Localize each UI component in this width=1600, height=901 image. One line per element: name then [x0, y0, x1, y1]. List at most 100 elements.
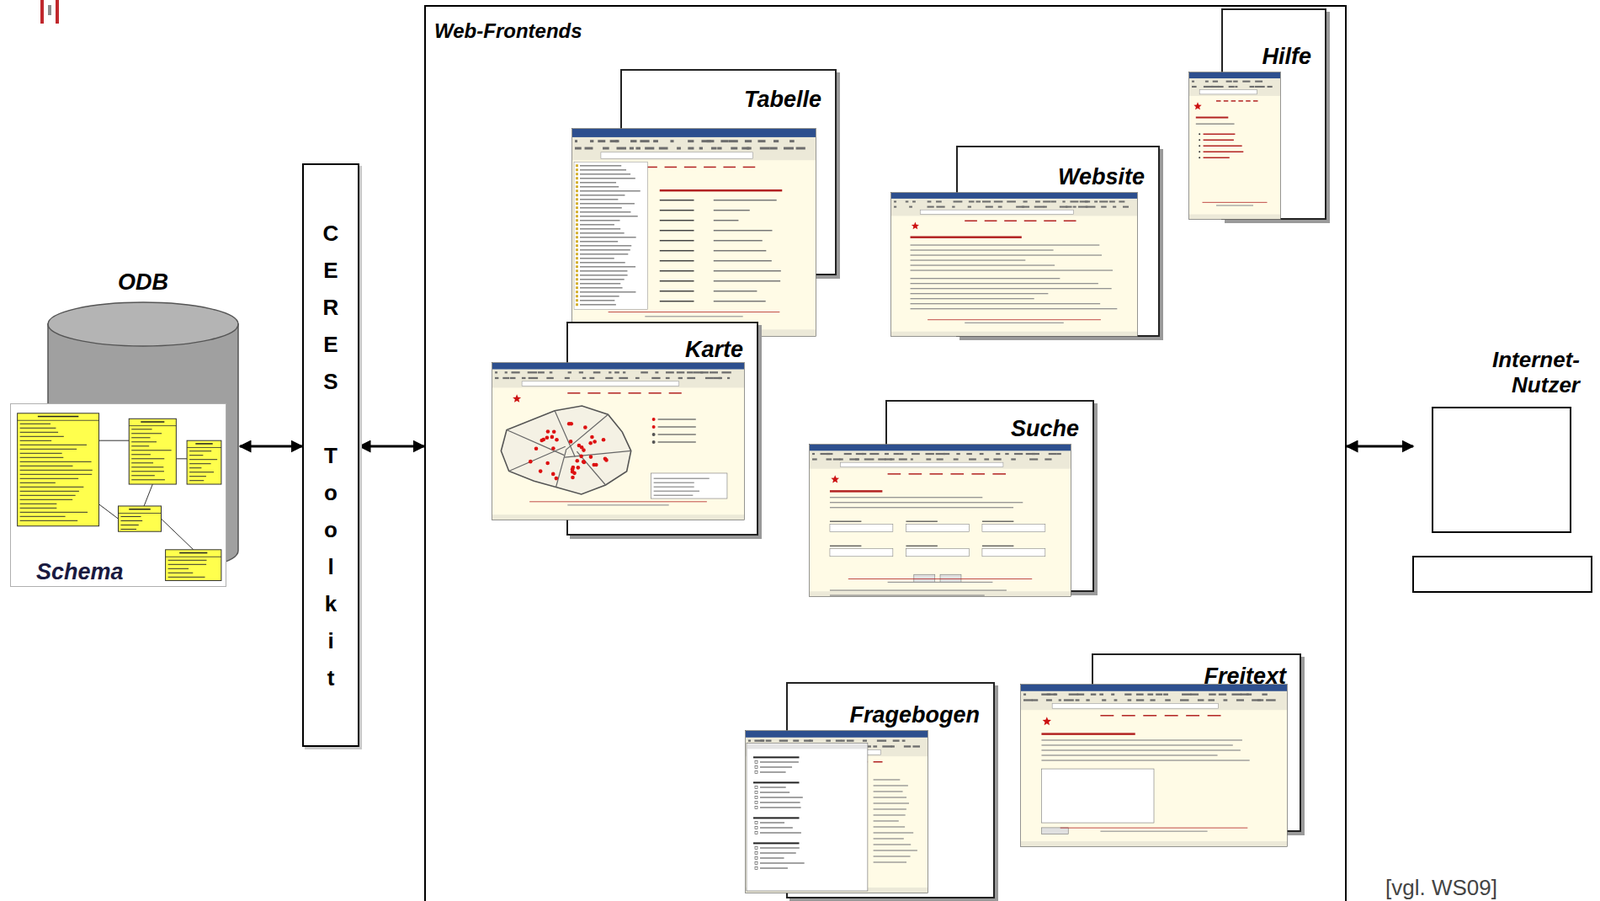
- text-line: [579, 232, 625, 234]
- footer-rule: [848, 578, 1032, 580]
- text-line: [579, 181, 617, 183]
- toolbar-item: [1090, 693, 1096, 696]
- page-area: [492, 387, 745, 515]
- text-line: [910, 282, 1099, 284]
- text-line: [1041, 738, 1242, 740]
- toolbar-item: [669, 139, 674, 143]
- attribute-line: [189, 450, 212, 452]
- attribute-line: [20, 427, 57, 429]
- text-line: [579, 223, 615, 225]
- toolbar-item: [1065, 206, 1072, 208]
- text-line: [910, 297, 1035, 299]
- toolbar-item: [635, 147, 640, 150]
- attribute-line: [189, 479, 204, 481]
- toolbar-item: [582, 377, 586, 379]
- toolbar-item: [1020, 452, 1024, 455]
- toolbar-item: [983, 457, 989, 460]
- address-bar: [1199, 90, 1257, 95]
- text-line: [658, 441, 697, 442]
- text-line: [829, 594, 985, 596]
- text-line: [713, 229, 773, 232]
- toolbar-item: [1236, 698, 1244, 701]
- toolbar-item: [995, 452, 1000, 455]
- toolbar-item: [593, 371, 601, 373]
- input-field: [905, 548, 969, 557]
- text-line: [713, 199, 777, 202]
- text-line: [873, 784, 909, 786]
- toolbar-item: [902, 739, 906, 742]
- toolbar-item: [1042, 200, 1051, 202]
- map-dot: [590, 435, 595, 440]
- toolbar-item: [884, 452, 889, 455]
- schema-diagram: Schema: [10, 403, 227, 587]
- text-line: [760, 796, 803, 798]
- list-icon: [575, 201, 579, 205]
- text-line: [713, 300, 766, 303]
- text-line: [653, 486, 695, 488]
- map-dot: [576, 465, 581, 470]
- field-label: [982, 520, 1014, 522]
- toolkit-letter: E: [303, 325, 358, 363]
- attribute-line: [189, 475, 207, 477]
- text-line: [910, 249, 1054, 250]
- nav-link: [648, 392, 662, 394]
- map-dot: [570, 467, 575, 472]
- map-dot: [568, 439, 574, 444]
- bullet: [1198, 144, 1201, 147]
- association-line: [175, 457, 187, 459]
- map-dot: [534, 446, 539, 451]
- address-bar: [600, 152, 753, 159]
- toolbar-item: [1155, 693, 1163, 696]
- toolbar-item: [899, 452, 904, 455]
- list-icon: [575, 189, 579, 192]
- toolbar-item: [826, 452, 834, 455]
- nav-link: [984, 220, 998, 223]
- district-line: [576, 451, 606, 485]
- text-line: [659, 199, 695, 202]
- status-bar: [891, 331, 1138, 336]
- toolbar-item: [1257, 698, 1264, 701]
- toolkit-letter: S: [303, 362, 358, 400]
- map-dot: [592, 439, 597, 444]
- button: [940, 574, 962, 582]
- toolbar-item: [1099, 200, 1108, 202]
- list-icon: [575, 227, 579, 230]
- text-line: [910, 292, 1049, 294]
- nav-link: [908, 473, 923, 475]
- logo-bar: [55, 0, 59, 24]
- toolbar-item: [1034, 206, 1045, 208]
- page-heading: [829, 489, 883, 493]
- class-divider: [128, 425, 176, 427]
- toolkit-letter: o: [303, 510, 358, 548]
- toolbar-item: [1233, 80, 1239, 83]
- text-line: [653, 494, 694, 496]
- toolbar-item: [754, 739, 764, 742]
- source-note: [vgl. WS09]: [1385, 875, 1498, 899]
- checkbox: [754, 795, 758, 798]
- text-line: [579, 190, 641, 192]
- attribute-line: [189, 462, 211, 464]
- nav-link: [669, 392, 682, 394]
- list-panel: [574, 161, 648, 309]
- nav-link: [684, 166, 697, 169]
- text-line: [713, 270, 782, 272]
- text-line: [910, 254, 1103, 256]
- toolbar-item: [1068, 693, 1080, 696]
- text-line: [579, 186, 619, 187]
- nav-link: [950, 473, 964, 475]
- toolbar-item: [1124, 693, 1132, 696]
- toolkit-letter: l: [303, 547, 358, 585]
- toolbar-item: [653, 139, 659, 143]
- toolbar-item: [998, 206, 1003, 208]
- keyboard-symbol: [1413, 556, 1592, 592]
- toolbar-item: [1100, 206, 1106, 208]
- text-line: [713, 260, 772, 262]
- schema-label: Schema: [10, 558, 226, 585]
- text-line: [579, 228, 621, 229]
- toolbar-item: [855, 457, 859, 460]
- nav-link: [1185, 714, 1200, 717]
- toolbar-item: [1164, 698, 1171, 701]
- toolbar-item: [825, 739, 831, 742]
- map-dot: [603, 456, 608, 461]
- attribute-line: [20, 520, 79, 521]
